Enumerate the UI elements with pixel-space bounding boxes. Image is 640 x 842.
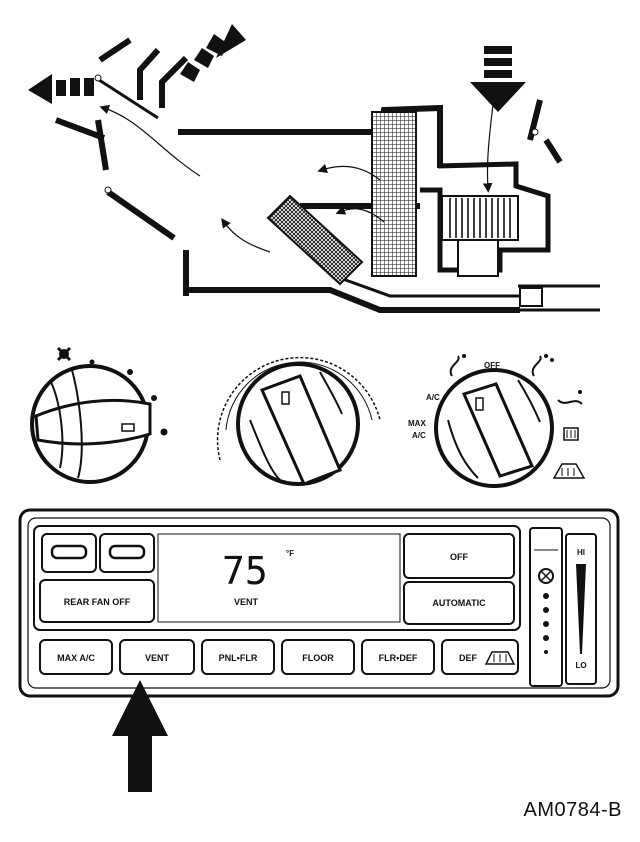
defrost-button[interactable]: DEF xyxy=(441,639,519,675)
vent-mode-icon xyxy=(449,354,466,377)
svg-text:FLR•DEF: FLR•DEF xyxy=(379,653,418,663)
svg-text:PNL•FLR: PNL•FLR xyxy=(219,653,258,663)
vent-outlet-arrow-icon xyxy=(28,74,94,104)
mode-knob[interactable]: A/C MAX A/C OFF xyxy=(408,354,586,488)
pointer-arrow-icon xyxy=(112,680,168,792)
svg-text:AUTOMATIC: AUTOMATIC xyxy=(432,598,486,608)
fan-speed-slider[interactable]: HI LO xyxy=(565,533,597,685)
off-button[interactable]: OFF xyxy=(403,533,515,579)
vent-button[interactable]: VENT xyxy=(119,639,195,675)
temperature-value: 75 xyxy=(222,549,268,593)
svg-text:VENT: VENT xyxy=(145,653,170,663)
temperature-unit: °F xyxy=(286,549,294,558)
defrost-icon xyxy=(484,651,516,665)
mode-off-label: OFF xyxy=(484,361,500,370)
slider-lo-label: LO xyxy=(575,661,586,670)
mode-ac-label: A/C xyxy=(426,393,440,402)
svg-text:FLOOR: FLOOR xyxy=(302,653,334,663)
fan-icon xyxy=(56,346,72,362)
svg-text:OFF: OFF xyxy=(450,552,468,562)
fan-speed-knob[interactable] xyxy=(30,346,168,484)
floor-defrost-button[interactable]: FLR•DEF xyxy=(361,639,435,675)
panel-outlet-arrow-icon xyxy=(180,24,246,82)
max-ac-button[interactable]: MAX A/C xyxy=(39,639,113,675)
defrost-mode-icon xyxy=(552,463,586,479)
fan-auto-icon xyxy=(538,568,554,584)
rear-fan-off-button[interactable]: REAR FAN OFF xyxy=(39,579,155,623)
airflow-duct-diagram xyxy=(28,24,600,313)
incoming-air-arrow-icon xyxy=(470,46,526,112)
panel-floor-button[interactable]: PNL•FLR xyxy=(201,639,275,675)
preset-button-2[interactable] xyxy=(99,533,155,573)
preset-button-1[interactable] xyxy=(41,533,97,573)
temperature-knob[interactable] xyxy=(216,356,381,486)
floor-button[interactable]: FLOOR xyxy=(281,639,355,675)
svg-text:A/C: A/C xyxy=(412,431,426,440)
svg-text:MAX A/C: MAX A/C xyxy=(57,653,95,663)
temperature-display: 75 °F VENT xyxy=(157,533,401,623)
slider-hi-label: HI xyxy=(577,548,585,557)
heater-core xyxy=(266,194,364,286)
climate-control-panel: REAR FAN OFF 75 °F VENT OFF AUTOMATIC MA… xyxy=(18,508,620,698)
figure-caption: AM0784-B xyxy=(523,799,622,821)
evaporator-core xyxy=(371,111,417,277)
automatic-button[interactable]: AUTOMATIC xyxy=(403,581,515,625)
mode-max-ac-label: MAX xyxy=(408,419,426,428)
svg-text:DEF: DEF xyxy=(459,653,478,663)
display-mode-label: VENT xyxy=(234,597,259,607)
fan-speed-indicator xyxy=(529,527,563,687)
svg-text:REAR FAN OFF: REAR FAN OFF xyxy=(64,597,131,607)
floor-defrost-mode-icon xyxy=(563,427,579,441)
panel-floor-mode-icon xyxy=(531,354,554,377)
floor-mode-icon xyxy=(557,390,583,405)
